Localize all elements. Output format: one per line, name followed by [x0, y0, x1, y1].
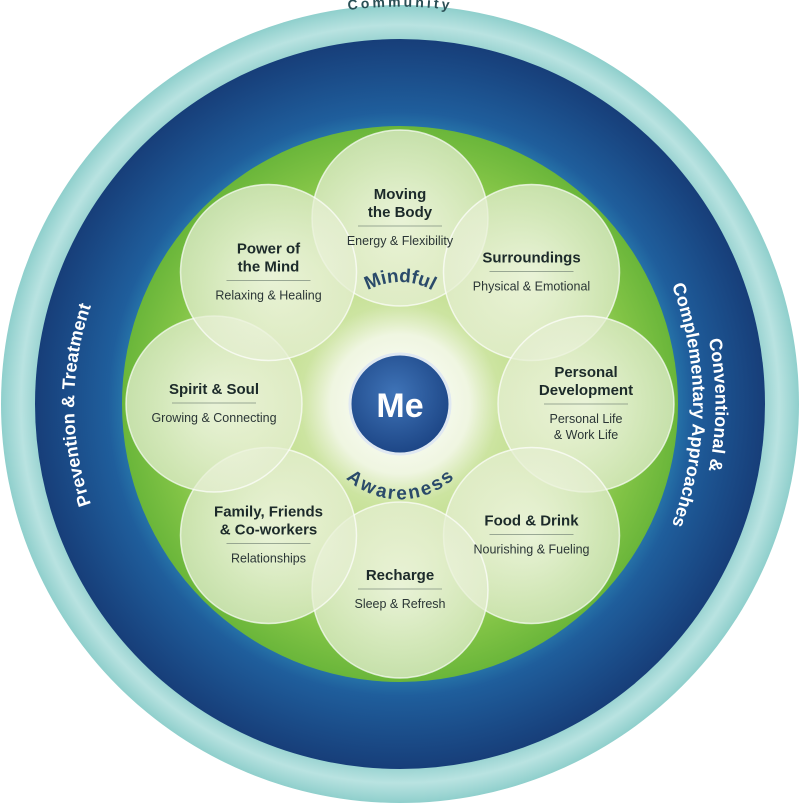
petal-title: Development	[539, 382, 633, 399]
petal-title: Surroundings	[482, 250, 580, 267]
petal-subtitle: Personal Life	[550, 412, 623, 426]
petal-title: & Co-workers	[220, 522, 318, 539]
petal-subtitle: Relationships	[231, 552, 306, 566]
petal-title: Food & Drink	[484, 513, 579, 530]
petal-subtitle: Relaxing & Healing	[215, 289, 321, 303]
petal-title: the Body	[368, 204, 433, 221]
me-label: Me	[376, 387, 423, 425]
petal-subtitle: Sleep & Refresh	[354, 597, 445, 611]
petal-title: Moving	[374, 186, 427, 203]
petal-power-of-the-mind	[179, 183, 358, 362]
petal-title: the Mind	[238, 259, 300, 276]
petal-title: Family, Friends	[214, 504, 323, 521]
petal-subtitle: & Work Life	[554, 428, 618, 442]
petal-title: Spirit & Soul	[169, 381, 259, 398]
me-circle	[348, 352, 452, 456]
petal-subtitle: Growing & Connecting	[151, 411, 276, 425]
petal-title: Recharge	[366, 567, 434, 584]
petal-subtitle: Physical & Emotional	[473, 280, 590, 294]
petal-subtitle: Nourishing & Fueling	[473, 543, 589, 557]
petal-subtitle: Energy & Flexibility	[347, 234, 454, 248]
petal-title: Power of	[237, 241, 301, 258]
petal-title: Personal	[554, 364, 617, 381]
community-label: Community	[347, 0, 454, 13]
